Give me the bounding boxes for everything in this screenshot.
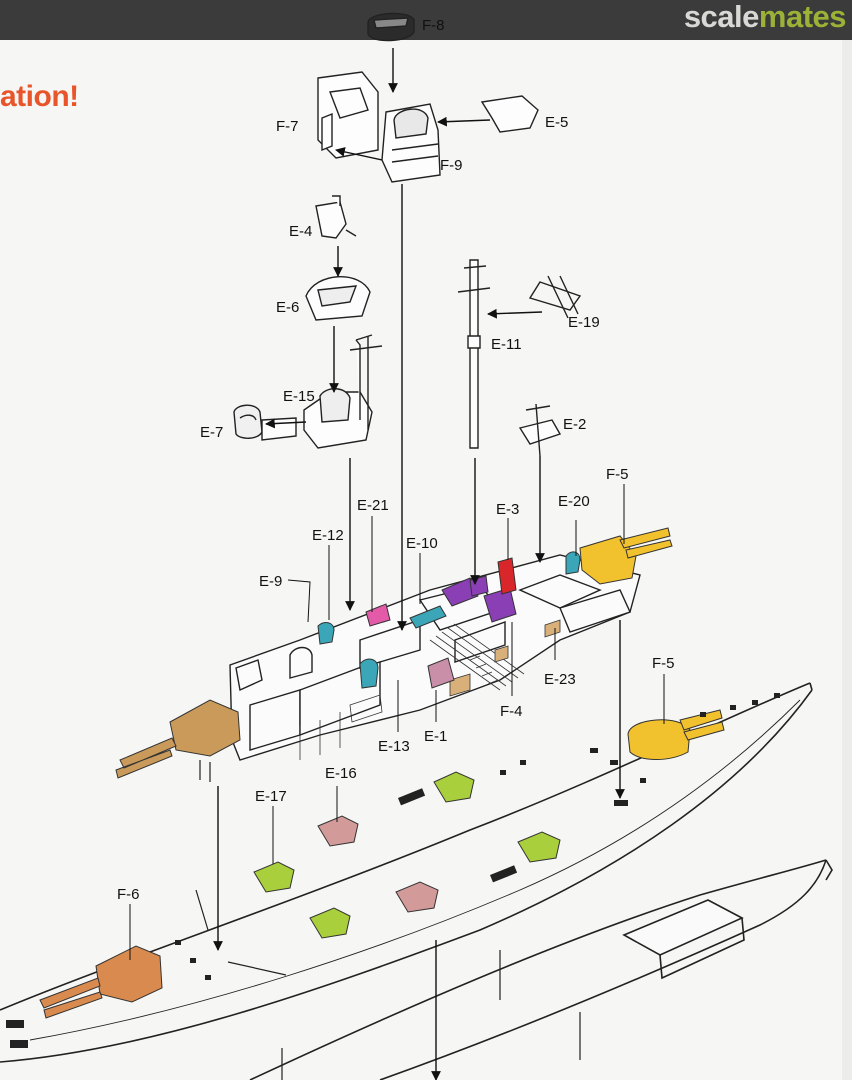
brand-logo-part-b: mates: [758, 0, 847, 34]
tower-parts: [233, 12, 582, 457]
label-e23: E-23: [544, 671, 576, 688]
page-margin: [842, 40, 852, 1080]
label-f8: F-8: [422, 17, 445, 34]
label-f5-upper: F-5: [606, 466, 629, 483]
label-e12: E-12: [312, 527, 344, 544]
label-e5: E-5: [545, 114, 568, 131]
instruction-heading: ation!: [0, 80, 79, 113]
label-f7: F-7: [276, 118, 299, 135]
label-e3: E-3: [496, 501, 519, 518]
label-e16: E-16: [325, 765, 357, 782]
label-e6: E-6: [276, 299, 299, 316]
assembly-arrows: [213, 48, 625, 1080]
label-e21: E-21: [357, 497, 389, 514]
hull-outline: [0, 682, 833, 1080]
top-bar: scalemates: [0, 0, 852, 40]
label-e1: E-1: [424, 728, 447, 745]
leader-lines: [129, 484, 665, 960]
label-e7: E-7: [200, 424, 223, 441]
label-e10: E-10: [406, 535, 438, 552]
posts: [195, 760, 581, 1080]
label-f5-lower: F-5: [652, 655, 675, 672]
label-f6: F-6: [117, 886, 140, 903]
brand-logo[interactable]: scalemates: [683, 0, 847, 34]
deck-fittings: [6, 693, 780, 1048]
brand-logo-part-a: scale: [683, 0, 760, 34]
label-f4: F-4: [500, 703, 523, 720]
superstructure-details: [299, 619, 561, 760]
label-e4: E-4: [289, 223, 312, 240]
label-e11: E-11: [491, 336, 522, 353]
highlighted-parts: [39, 527, 725, 1019]
label-e15: E-15: [283, 388, 315, 405]
label-e13: E-13: [378, 738, 410, 755]
label-e19: E-19: [568, 314, 600, 331]
label-e2: E-2: [563, 416, 586, 433]
label-e20: E-20: [558, 493, 590, 510]
label-f9: F-9: [440, 157, 463, 174]
part-labels: F-8 F-7 F-9 E-5 E-4 E-6 E-15 E-7 E-19 E-…: [117, 17, 675, 903]
label-e17: E-17: [255, 788, 287, 805]
label-e9: E-9: [259, 573, 282, 590]
